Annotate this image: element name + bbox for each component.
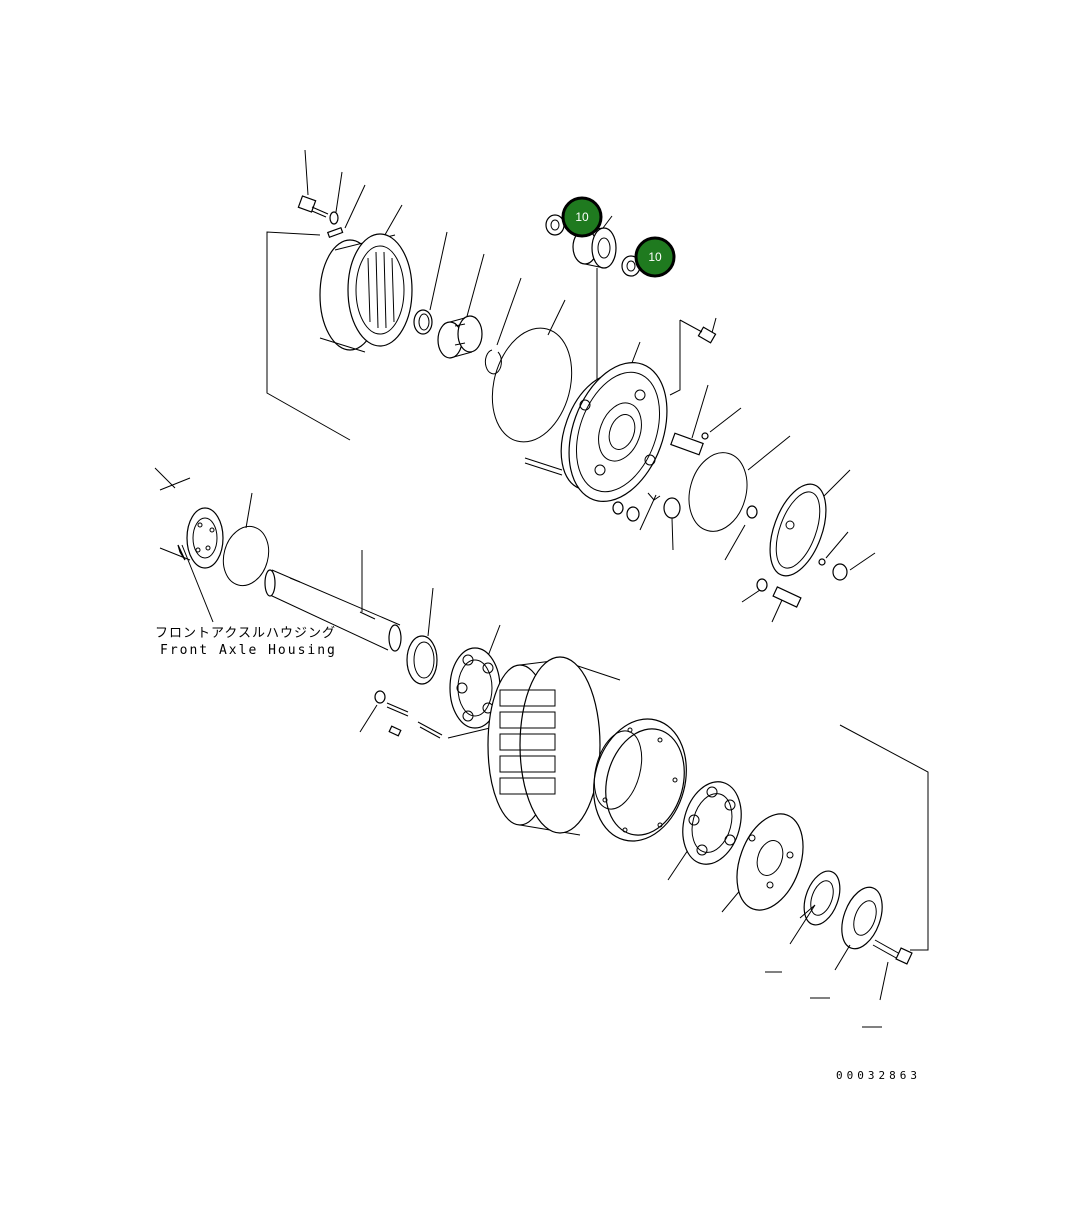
housing-label-jp: フロントアクスルハウジング <box>155 626 336 641</box>
callout-badge-1[interactable]: 10 <box>561 196 603 238</box>
lock-washer <box>765 870 841 973</box>
washer-small <box>329 211 339 225</box>
bearing-drum <box>319 233 413 353</box>
planet-carrier <box>524 317 791 551</box>
wheel-hub <box>487 656 687 842</box>
o-ring-housing <box>222 525 270 587</box>
retainer-plate <box>721 813 804 913</box>
figure-number: 00032863 <box>836 1069 921 1082</box>
cover-plate <box>724 469 876 623</box>
axle-housing <box>154 467 224 623</box>
bolt-cover <box>772 586 802 608</box>
o-ring-large <box>491 327 573 443</box>
upper-left-parts <box>266 149 573 443</box>
snap-ring <box>484 349 502 375</box>
bearing-cone <box>406 635 438 685</box>
axle-shaft <box>264 550 402 652</box>
bolt-top-left <box>297 195 329 218</box>
planet-gear-group: 10 10 <box>545 196 676 385</box>
svg-text:10: 10 <box>648 250 662 264</box>
svg-text:10: 10 <box>575 210 589 224</box>
callout-badge-2[interactable]: 10 <box>634 236 676 278</box>
roller-bearing-left <box>449 647 501 729</box>
key-pin <box>326 226 344 238</box>
housing-label-en: Front Axle Housing <box>160 643 337 658</box>
nut-left <box>545 214 565 236</box>
bolt-end <box>862 939 913 1028</box>
bolt-carrier <box>679 319 717 344</box>
roller-bearing-right <box>667 781 742 881</box>
end-cap <box>810 886 883 999</box>
planet-gear <box>572 227 617 269</box>
o-ring-carrier <box>688 452 748 532</box>
needle-bearing <box>437 315 483 359</box>
shaft-pin <box>670 432 704 456</box>
